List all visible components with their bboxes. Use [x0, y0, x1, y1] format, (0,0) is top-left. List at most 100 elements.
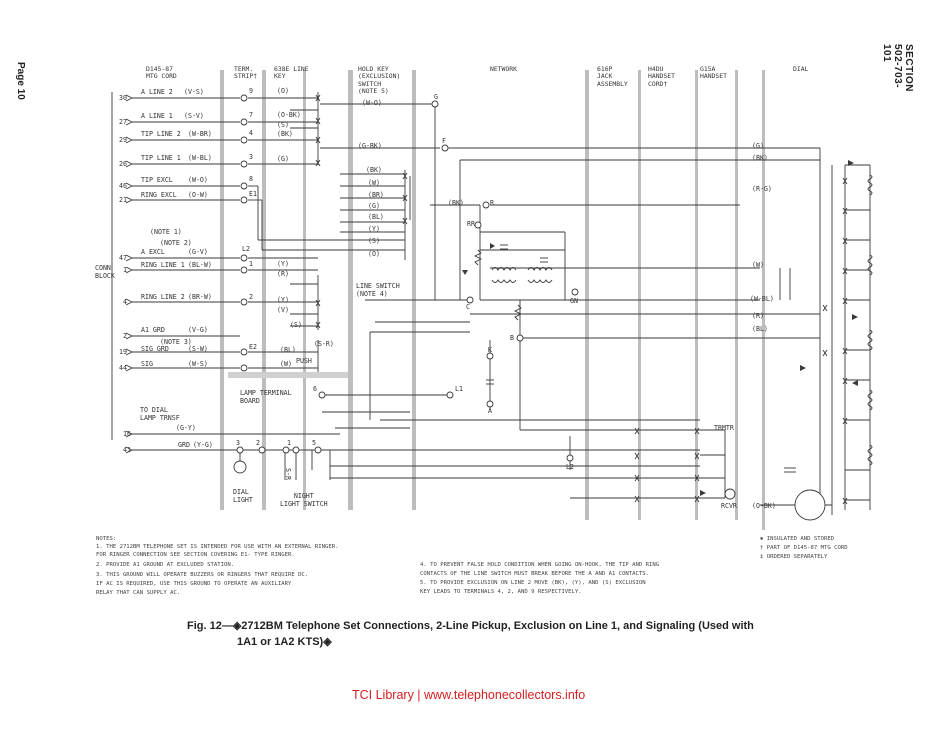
net-label: F	[442, 137, 446, 145]
wire-color: (BL)	[368, 213, 384, 221]
wire-color: (BL)	[280, 346, 296, 354]
term-num: 1	[287, 439, 291, 447]
conn-block-label: CONN BLOCK	[95, 264, 115, 280]
wire-color: (Y)	[368, 225, 380, 233]
term-num: E2	[249, 343, 257, 351]
note-line: 2. PROVIDE A1 GROUND AT EXCLUDED STATION…	[96, 562, 235, 568]
lead-color: (BR-W)	[188, 293, 212, 301]
term-num: 3	[249, 153, 253, 161]
note-line: † PART OF D145-87 MTG CORD	[760, 545, 848, 551]
net-label: C	[466, 303, 470, 311]
sr-vertical-label: S-R	[284, 468, 292, 480]
terminal-circles	[233, 94, 826, 521]
lead-num: 21	[119, 196, 127, 204]
net-label: GN	[570, 297, 578, 305]
lead-color: (W-BR)	[188, 130, 212, 138]
note-line: 1. THE 2712BM TELEPHONE SET IS INTENDED …	[96, 544, 339, 550]
footer-library-link[interactable]: TCI Library | www.telephonecollectors.in…	[352, 688, 586, 702]
net-label: G	[434, 93, 438, 101]
net-label: (R)	[752, 312, 764, 320]
lead-color: (V-S)	[184, 88, 204, 96]
lead-color: (G-V)	[188, 248, 208, 256]
lead-name: SIG GRD	[141, 345, 169, 353]
lead-name: RING LINE 2	[141, 293, 185, 301]
lead-num: 19	[119, 348, 127, 356]
lead-name: SIG	[141, 360, 153, 368]
net-label: (BK)	[752, 154, 768, 162]
lead-name: RING EXCL	[141, 191, 177, 199]
lead-color: (O-W)	[188, 191, 208, 199]
net-label: (G)	[752, 142, 764, 150]
lead-num: 46	[119, 182, 127, 190]
to-dial-lamp-label: TO DIAL LAMP TRNSF	[140, 406, 180, 422]
note-line: RELAY THAT CAN SUPPLY AC.	[96, 590, 181, 596]
lamp-board-area	[228, 372, 348, 378]
header-line-key: 638E LINE KEY	[274, 65, 309, 81]
note-line: CONTACTS OF THE LINE SWITCH MUST BREAK B…	[420, 571, 650, 577]
lead-num: 26	[119, 160, 127, 168]
term-num: E1	[249, 190, 257, 198]
header-network: NETWORK	[490, 65, 517, 73]
lead-name: TIP EXCL	[141, 176, 173, 184]
figure-caption-line2: 1A1 or 1A2 KTS)◈	[237, 636, 332, 648]
wire-color: (W)	[368, 179, 380, 187]
lead-name: A LINE 2	[141, 88, 173, 96]
lead-num: 41	[123, 446, 131, 454]
wire-color: (S)	[368, 237, 380, 245]
term-num: L2	[242, 245, 250, 253]
lead-color: (S-W)	[188, 345, 208, 353]
lead-num: 27	[119, 118, 127, 126]
rcvr-label: RCVR	[721, 502, 737, 510]
net-label: (O-BK)	[752, 502, 776, 510]
wire-color: (S)	[290, 321, 302, 329]
header-hold-key: HOLD KEY (EXCLUSION) SWITCH (NOTE 5)	[358, 65, 401, 96]
column-dividers	[220, 70, 765, 530]
note-line: KEY LEADS TO TERMINALS 4, 2, AND 9 RESPE…	[420, 589, 582, 595]
lead-num: 16	[123, 430, 131, 438]
header-jack: 616P JACK ASSEMBLY	[597, 65, 628, 88]
wire-color: (BK)	[277, 130, 293, 138]
wire-color: (G)	[277, 155, 289, 163]
note3-label: (NOTE 3)	[160, 338, 192, 346]
term-num: 3	[236, 439, 240, 447]
lead-color: (V-G)	[188, 326, 208, 334]
net-label: (W)	[752, 261, 764, 269]
wire-color: (Y)	[277, 296, 289, 304]
wire-color: (V)	[277, 306, 289, 314]
lead-name: GRD	[178, 441, 190, 449]
lead-color: (W-BL)	[188, 154, 212, 162]
lead-num: 4	[123, 298, 127, 306]
wire-color: (S)	[277, 121, 289, 129]
term-num: 8	[249, 175, 253, 183]
note-line: IF AC IS REQUIRED, USE THIS GROUND TO OP…	[96, 581, 292, 587]
term-num: 2	[256, 439, 260, 447]
net-label: (W-BL)	[750, 295, 774, 303]
wire-color: (O-BK)	[277, 111, 301, 119]
net-label: R	[490, 199, 494, 207]
lead-color: (G-Y)	[176, 424, 196, 432]
header-dial: DIAL	[793, 65, 809, 73]
wire-color: (W-O)	[362, 99, 382, 107]
header-term-strip: TERM. STRIP†	[234, 65, 258, 81]
wire-color: (O)	[277, 87, 289, 95]
lead-num: 1	[123, 266, 127, 274]
term-num: 4	[249, 129, 253, 137]
note1-label: (NOTE 1)	[150, 228, 182, 236]
net-label: L1	[455, 385, 463, 393]
contact-marks	[315, 94, 848, 505]
net-label: (BL)	[752, 325, 768, 333]
wire-color: (BK)	[366, 166, 382, 174]
wire-color: (W)	[280, 360, 292, 368]
lead-name: A EXCL	[141, 248, 165, 256]
wire-color: (Y)	[277, 260, 289, 268]
lead-color: (Y-G)	[193, 441, 213, 449]
term-num: 7	[249, 111, 253, 119]
header-handset-cord: H4DU HANDSET CORD†	[648, 65, 675, 88]
lamp-board-label: LAMP TERMINAL BOARD	[240, 389, 292, 405]
dial-light-label: DIAL LIGHT	[233, 488, 253, 504]
night-light-label: NIGHT LIGHT SWITCH	[280, 492, 328, 508]
figure-caption-line1: Fig. 12—◈2712BM Telephone Set Connection…	[187, 620, 754, 632]
note-line: 3. THIS GROUND WILL OPERATE BUZZERS OR R…	[96, 572, 309, 578]
note-line: 5. TO PROVIDE EXCLUSION ON LINE 2 MOVE (…	[420, 580, 646, 586]
lead-name: A1 GRD	[141, 326, 165, 334]
